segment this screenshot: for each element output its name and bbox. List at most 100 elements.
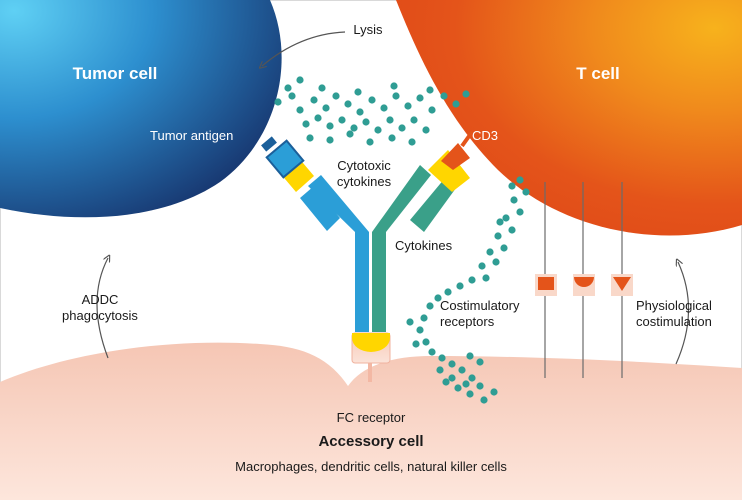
costimulatory-label-line1: Costimulatory: [440, 298, 520, 313]
cytokine-dot: [454, 384, 462, 392]
t-cell: [396, 0, 742, 236]
heavy-chain-right: [372, 232, 386, 332]
cytokine-dot: [492, 258, 500, 266]
cd3-receptor: [441, 143, 470, 170]
costimulatory-receptor-pads: [535, 274, 633, 296]
costimulation-arrow: [675, 262, 690, 365]
cytokines-label: Cytokines: [395, 238, 453, 253]
cytokine-dot: [468, 276, 476, 284]
cytokine-dot: [392, 92, 400, 100]
cytokine-dot: [406, 318, 414, 326]
cytokine-dot: [496, 218, 504, 226]
cytokine-dot: [452, 100, 460, 108]
cytokine-dot: [332, 92, 340, 100]
cytokine-dot: [412, 340, 420, 348]
cytokine-dot: [516, 208, 524, 216]
cytokine-dot: [388, 134, 396, 142]
cytokine-dot: [408, 138, 416, 146]
cytokine-dot: [486, 248, 494, 256]
cd3-stem: [460, 130, 474, 148]
right-binding-site: [428, 150, 470, 192]
lysis-arrow: [262, 31, 346, 66]
cytokine-dot: [508, 226, 516, 234]
cytokine-dot: [386, 116, 394, 124]
cytokine-dot: [448, 374, 456, 382]
cytokine-dot: [428, 106, 436, 114]
cytokine-dot: [422, 126, 430, 134]
cytokine-dot: [416, 326, 424, 334]
addc-label-line1: ADDC: [82, 292, 119, 307]
cytokine-dot: [476, 358, 484, 366]
cytokine-dot: [350, 124, 358, 132]
tumor-antigen-stem: [261, 136, 277, 152]
cytokine-dot: [302, 120, 310, 128]
right-arm-outer: [410, 178, 456, 232]
cytokine-dot: [426, 302, 434, 310]
cytokine-dot: [502, 214, 510, 222]
cytokine-dot: [476, 382, 484, 390]
cytokine-dot: [314, 114, 322, 122]
receptor-ligand-square: [538, 277, 554, 290]
cytokine-dot: [420, 314, 428, 322]
cytokine-dot: [354, 88, 362, 96]
cytokine-dot: [478, 262, 486, 270]
cytokine-dot: [428, 348, 436, 356]
cytokine-dot: [500, 244, 508, 252]
cytokine-dot: [522, 188, 530, 196]
cytokine-dot: [494, 232, 502, 240]
bispecific-antibody: [261, 130, 474, 382]
cytokine-dot: [516, 176, 524, 184]
cytokine-dot: [480, 396, 488, 404]
tumor-cell: [0, 0, 282, 218]
addc-arrow: [96, 258, 108, 359]
cytokine-dot: [326, 136, 334, 144]
t-cell-title: T cell: [576, 64, 619, 83]
cytokine-dot: [508, 182, 516, 190]
receptor-ligand-triangle: [613, 277, 631, 291]
cytokine-dot: [404, 102, 412, 110]
cytokine-dot: [274, 98, 282, 106]
cytokine-dot: [410, 116, 418, 124]
cytokine-dot: [374, 126, 382, 134]
physiological-label-line1: Physiological: [636, 298, 712, 313]
cytokine-dot: [462, 90, 470, 98]
costimulatory-label-line2: receptors: [440, 314, 495, 329]
cytokine-dot: [456, 282, 464, 290]
cytokine-dot: [444, 288, 452, 296]
cytokine-dot: [438, 354, 446, 362]
cytokine-dot: [344, 100, 352, 108]
cytokine-dot: [458, 366, 466, 374]
cytokine-dot: [284, 84, 292, 92]
lysis-label: Lysis: [353, 22, 383, 37]
cytokine-dot: [442, 378, 450, 386]
right-arm-inner: [372, 165, 431, 232]
cytokine-dot: [440, 92, 448, 100]
tumor-antigen-label: Tumor antigen: [150, 128, 233, 143]
cytokine-dot: [468, 374, 476, 382]
fc-receptor-label: FC receptor: [337, 410, 406, 425]
cytokine-dot: [346, 130, 354, 138]
cytokine-dot: [380, 104, 388, 112]
receptor-ligand-half-circle: [574, 277, 594, 287]
cytokine-dot: [326, 122, 334, 130]
cytokine-dot: [390, 82, 398, 90]
left-arm-inner: [308, 175, 369, 232]
tumor-antigen: [265, 139, 305, 179]
cytotoxic-label-line1: Cytotoxic: [337, 158, 391, 173]
accessory-cell-title: Accessory cell: [318, 433, 423, 450]
cytokine-dot: [356, 108, 364, 116]
cytokine-dot: [322, 104, 330, 112]
cytokine-dot: [466, 352, 474, 360]
fc-yellow-cap: [352, 333, 390, 352]
heavy-chain-left: [355, 232, 369, 332]
cytokine-dot: [398, 124, 406, 132]
cd3-label: CD3: [472, 128, 498, 143]
left-arm-outer: [300, 186, 340, 231]
cytokine-dot: [296, 106, 304, 114]
addc-label-line2: phagocytosis: [62, 308, 138, 323]
cytokine-dot: [366, 138, 374, 146]
accessory-cell-subtitle: Macrophages, dendritic cells, natural ki…: [235, 459, 507, 474]
cytokine-dot: [368, 96, 376, 104]
